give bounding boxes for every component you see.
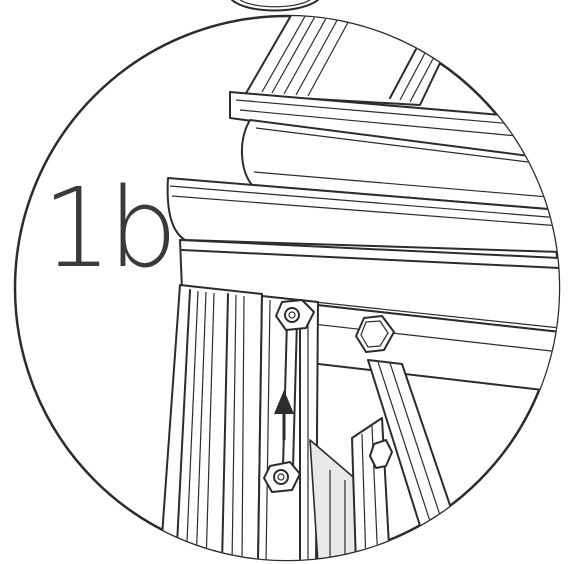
hex-bolt-icon [369, 439, 393, 469]
hex-bolt-icon [355, 315, 395, 353]
step-label: 1b [42, 164, 174, 292]
arrow-up-icon [274, 390, 294, 440]
left-post [159, 284, 263, 560]
callout-connector [231, 0, 319, 12]
hex-bolt-icon [275, 299, 315, 331]
frame-assembly [159, 16, 559, 560]
hex-bolt-icon [263, 461, 301, 493]
